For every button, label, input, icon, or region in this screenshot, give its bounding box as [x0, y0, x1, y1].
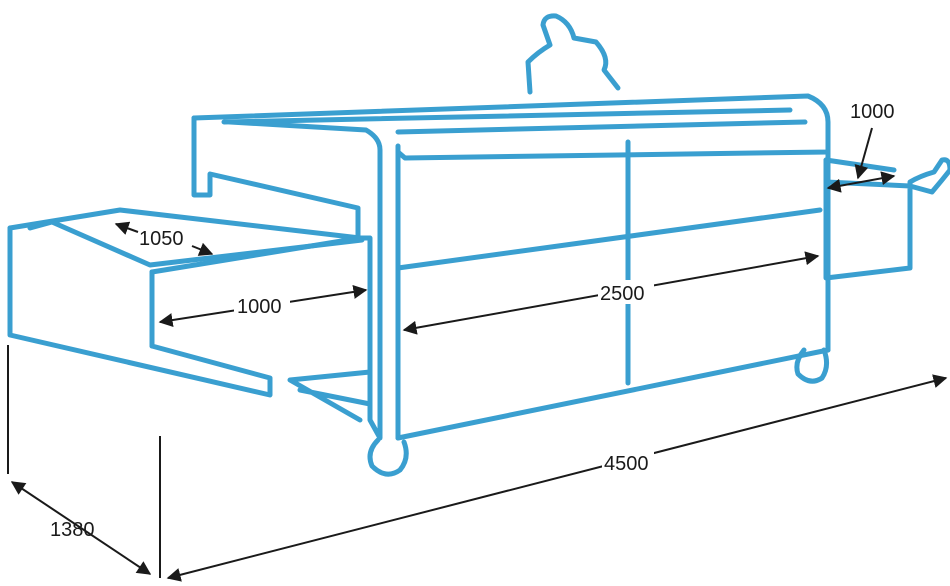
tunnel-mid-line — [395, 207, 823, 271]
infeed-front-face — [7, 225, 363, 398]
tunnel-top-edge — [221, 107, 793, 125]
dim-line-infeed-width-right — [191, 242, 214, 256]
dim-leader-outfeed — [854, 127, 873, 180]
dim-line-outfeed-length — [826, 171, 896, 193]
tunnel-top — [191, 93, 831, 161]
label-overall-length: 4500 — [604, 453, 649, 475]
control-head — [525, 13, 621, 95]
dim-line-overall-length — [166, 374, 948, 582]
wheel-front — [367, 437, 409, 477]
tunnel-top-rail — [395, 119, 808, 135]
label-overall-width: 1380 — [50, 519, 95, 541]
label-infeed-length: 1000 — [237, 296, 282, 318]
machine-outline — [7, 13, 950, 477]
label-tunnel-length: 2500 — [600, 283, 645, 305]
label-outfeed-length: 1000 — [850, 101, 895, 123]
dimension-labels: 4500 2500 1000 1050 1000 1380 — [50, 101, 895, 541]
dim-line-infeed-width-left — [114, 221, 139, 235]
tunnel-front-pillar — [191, 115, 383, 441]
infeed-bottom-brace — [287, 369, 373, 423]
dim-line-width — [10, 481, 152, 575]
label-infeed-width: 1050 — [139, 228, 184, 250]
